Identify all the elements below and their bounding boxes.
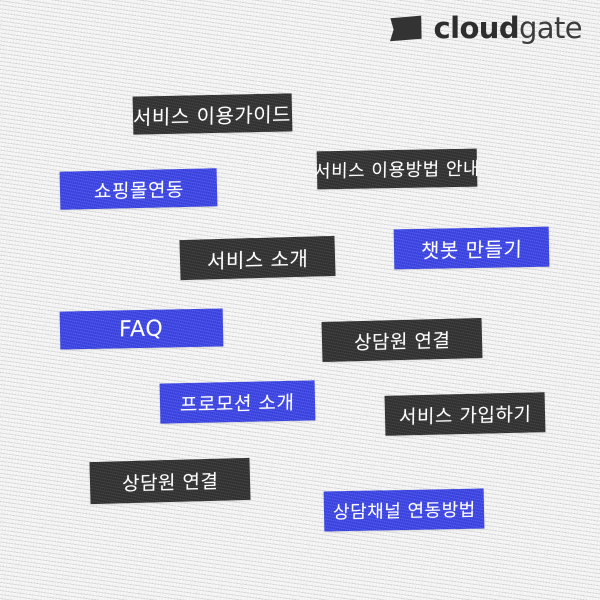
logo-text-light: gate	[519, 11, 583, 45]
tag-shopping-mall-integration[interactable]: 쇼핑몰연동	[59, 168, 218, 210]
cloudgate-wordmark: cloudgate	[433, 11, 583, 45]
tag-agent-connect-top[interactable]: 상담원 연결	[321, 318, 483, 362]
tag-label: 서비스 가입하기	[398, 402, 532, 429]
tag-label: 챗봇 만들기	[420, 236, 523, 263]
tag-service-signup[interactable]: 서비스 가입하기	[384, 392, 546, 436]
tag-label: 서비스 이용가이드	[133, 101, 292, 130]
cloudgate-logo: cloudgate	[389, 11, 583, 45]
tag-agent-connect-bottom[interactable]: 상담원 연결	[89, 457, 251, 505]
logo-text-bold: cloud	[433, 11, 520, 45]
tag-service-usage-guide[interactable]: 서비스 이용가이드	[132, 93, 293, 135]
tag-faq[interactable]: FAQ	[59, 308, 224, 350]
cloudgate-mark-icon	[389, 15, 422, 42]
tag-label: 쇼핑몰연동	[93, 178, 184, 203]
tag-label: 상담원 연결	[353, 329, 451, 354]
tag-service-usage-info[interactable]: 서비스 이용방법 안내	[313, 148, 481, 190]
tag-label: 프로모션 소개	[180, 391, 295, 416]
tag-service-intro[interactable]: 서비스 소개	[179, 235, 336, 281]
tag-label: 서비스 소개	[206, 246, 309, 273]
tag-channel-integration-method[interactable]: 상담채널 연동방법	[323, 488, 485, 532]
tag-label: 상담채널 연동방법	[332, 499, 476, 524]
tag-label: FAQ	[119, 316, 164, 342]
tag-label: 상담원 연결	[121, 470, 219, 495]
tag-label: 서비스 이용방법 안내	[313, 158, 481, 183]
tag-create-chatbot[interactable]: 챗봇 만들기	[393, 226, 550, 270]
tag-promotion-intro[interactable]: 프로모션 소개	[159, 380, 316, 424]
